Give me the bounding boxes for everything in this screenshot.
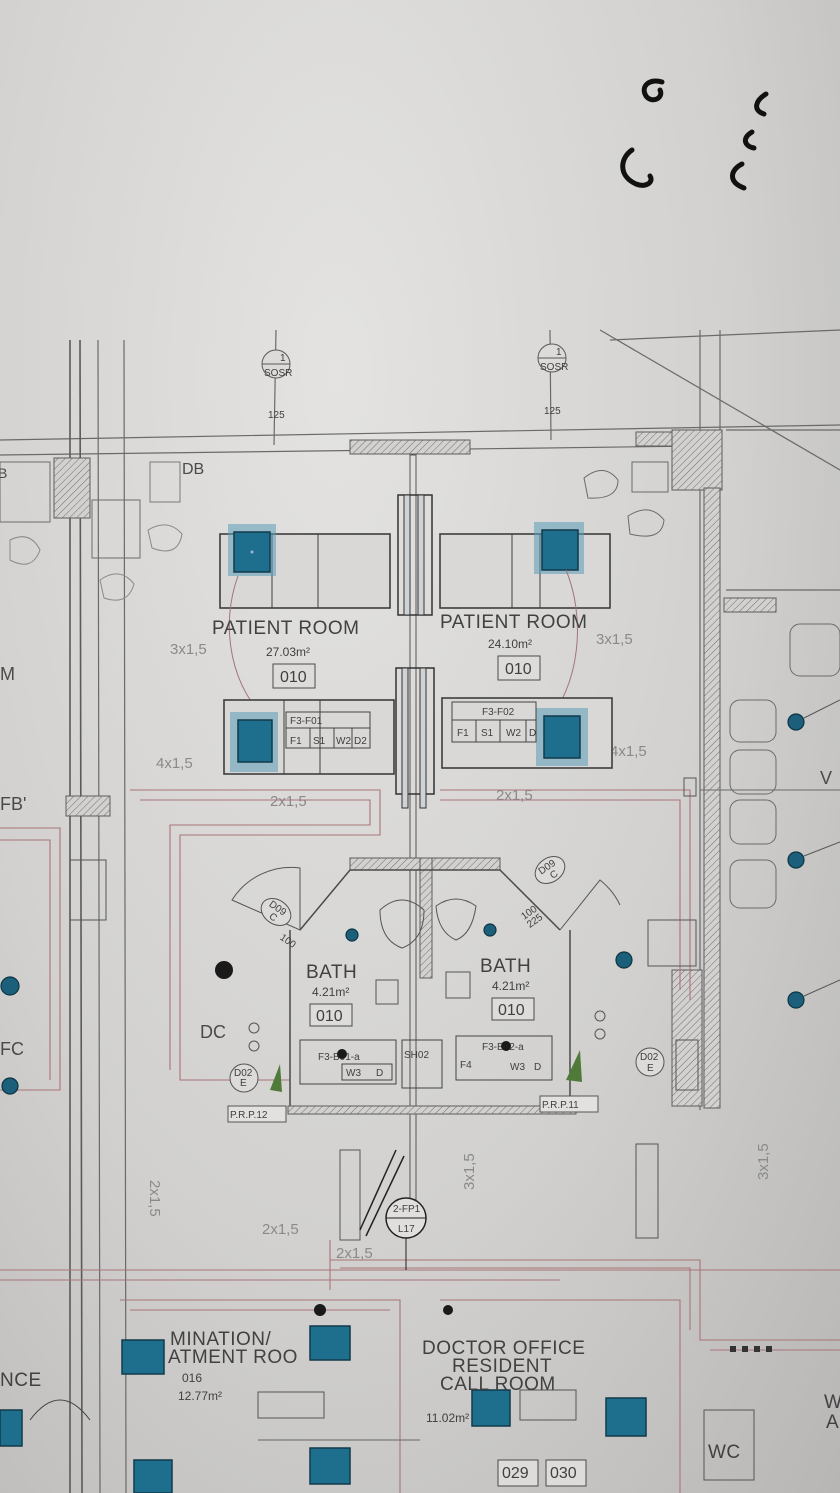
svg-text:CALL ROOM: CALL ROOM (440, 1374, 556, 1395)
room-name-left: PATIENT ROOM (212, 618, 359, 639)
svg-text:F1: F1 (290, 736, 302, 747)
bath-right-name: BATH (480, 956, 531, 977)
svg-text:S1: S1 (313, 736, 326, 747)
svg-text:W: W (824, 1392, 840, 1413)
svg-text:Cx1: Cx1 (728, 139, 730, 141)
svg-text:125: 125 (544, 406, 561, 417)
svg-text:S1: S1 (481, 728, 494, 739)
svg-text:4.21m²: 4.21m² (312, 985, 349, 999)
svg-text:SOSR: SOSR (264, 368, 292, 379)
handwritten-note-2: Cx1 (728, 91, 769, 191)
svg-text:1: 1 (556, 347, 562, 358)
patient-room-right: PATIENT ROOM 24.10m² 010 3x1,5 4x1,5 2x1… (439, 522, 647, 804)
svg-text:F1: F1 (457, 728, 469, 739)
svg-text:029: 029 (502, 1465, 529, 1482)
svg-text:D: D (534, 1062, 541, 1073)
patient-room-left: PATIENT ROOM 27.03m² 010 3x1,5 4x1,5 2x1… (156, 524, 395, 810)
svg-text:4.21m²: 4.21m² (492, 979, 529, 993)
svg-text:A: A (826, 1412, 839, 1433)
svg-text:D2: D2 (354, 736, 367, 747)
svg-text:E: E (647, 1063, 654, 1074)
svg-text:W3: W3 (510, 1062, 525, 1073)
handwritten-note-1: Cx3 (612, 78, 665, 188)
door-tag-right: D02 E (635, 1047, 665, 1077)
top-wall (349, 429, 777, 1109)
svg-text:F3-F01: F3-F01 (290, 716, 323, 727)
left-structure: M FB' FC DB B (0, 457, 204, 1059)
section-marker: 2-FP1 L17 (385, 1197, 427, 1270)
svg-text:WC: WC (708, 1442, 741, 1463)
tag-m: M (0, 664, 15, 684)
svg-text:E: E (240, 1078, 247, 1089)
svg-text:2x1,5: 2x1,5 (262, 1221, 299, 1238)
svg-text:3x1,5: 3x1,5 (170, 641, 207, 658)
lower-rooms: MINATION/ ATMENT ROO 016 12.77m² DOCTOR … (0, 1304, 840, 1493)
chairs-right: V (683, 623, 840, 1009)
svg-text:W2: W2 (336, 736, 351, 747)
grid-bubble-left: 1 SOSR 125 (261, 349, 292, 421)
svg-text:W3: W3 (346, 1068, 361, 1079)
grid-bubble-right: 1 SOSR 125 (537, 343, 568, 417)
svg-text:3x1,5: 3x1,5 (755, 1143, 772, 1180)
svg-text:RESIDENT: RESIDENT (452, 1356, 552, 1377)
svg-text:125: 125 (268, 410, 285, 421)
svg-text:100: 100 (278, 932, 298, 951)
central-partition (395, 454, 435, 1236)
svg-text:1: 1 (280, 353, 286, 364)
room-name-right: PATIENT ROOM (440, 612, 587, 633)
svg-text:D: D (376, 1068, 383, 1079)
svg-text:SOSR: SOSR (540, 362, 568, 373)
svg-text:3x1,5: 3x1,5 (461, 1153, 478, 1190)
svg-text:24.10m²: 24.10m² (488, 637, 532, 651)
svg-text:D02: D02 (640, 1052, 659, 1063)
tag-v: V (820, 768, 832, 788)
svg-text:030: 030 (550, 1465, 577, 1482)
svg-text:016: 016 (182, 1371, 202, 1385)
chairs-top (583, 461, 669, 537)
svg-text:27.03m²: 27.03m² (266, 645, 310, 659)
svg-text:D02: D02 (234, 1068, 253, 1079)
svg-text:4x1,5: 4x1,5 (156, 755, 193, 772)
bath-left-name: BATH (306, 962, 357, 983)
svg-text:3x1,5: 3x1,5 (596, 631, 633, 648)
bath-block: BATH 4.21m² 010 BATH 4.21m² 010 D09 C 10… (0, 856, 699, 1123)
svg-text:2-FP1: 2-FP1 (393, 1204, 421, 1215)
svg-text:L17: L17 (398, 1224, 415, 1235)
top-grid-lines (0, 329, 840, 1493)
tag-fc: FC (0, 1039, 24, 1059)
svg-text:2x1,5: 2x1,5 (146, 1180, 163, 1217)
svg-text:2x1,5: 2x1,5 (270, 793, 307, 810)
svg-text:ATMENT ROO: ATMENT ROO (168, 1347, 298, 1368)
panel-left: P.R.P.12 (230, 1110, 268, 1121)
svg-text:MINATION/: MINATION/ (170, 1329, 271, 1350)
svg-text:F3-F02: F3-F02 (482, 707, 515, 718)
svg-text:2x1,5: 2x1,5 (336, 1245, 373, 1262)
svg-text:Cx3: Cx3 (612, 139, 614, 141)
svg-text:4x1,5: 4x1,5 (610, 743, 647, 760)
tag-fb: FB' (0, 794, 26, 814)
svg-text:010: 010 (505, 661, 532, 678)
svg-text:SH02: SH02 (404, 1050, 429, 1061)
door-tag-left: D02 E (229, 1063, 259, 1093)
svg-text:NCE: NCE (0, 1370, 42, 1391)
svg-text:W2: W2 (506, 728, 521, 739)
corridor: 2x1,5 2x1,5 2x1,5 3x1,5 3x1,5 2-FP1 L17 (146, 1143, 772, 1270)
svg-text:DOCTOR OFFICE: DOCTOR OFFICE (422, 1338, 585, 1359)
svg-text:12.77m²: 12.77m² (178, 1389, 222, 1403)
svg-text:010: 010 (316, 1008, 343, 1025)
svg-text:11.02m²: 11.02m² (426, 1411, 469, 1425)
service-lines (0, 789, 840, 1493)
svg-text:010: 010 (280, 669, 307, 686)
tag-db: DB (182, 461, 204, 478)
svg-text:B: B (0, 465, 7, 481)
panel-right: P.R.P.11 (542, 1100, 579, 1111)
svg-text:F4: F4 (460, 1060, 472, 1071)
svg-text:010: 010 (498, 1002, 525, 1019)
svg-text:D: D (529, 728, 536, 739)
tag-dc: DC (200, 1022, 226, 1042)
